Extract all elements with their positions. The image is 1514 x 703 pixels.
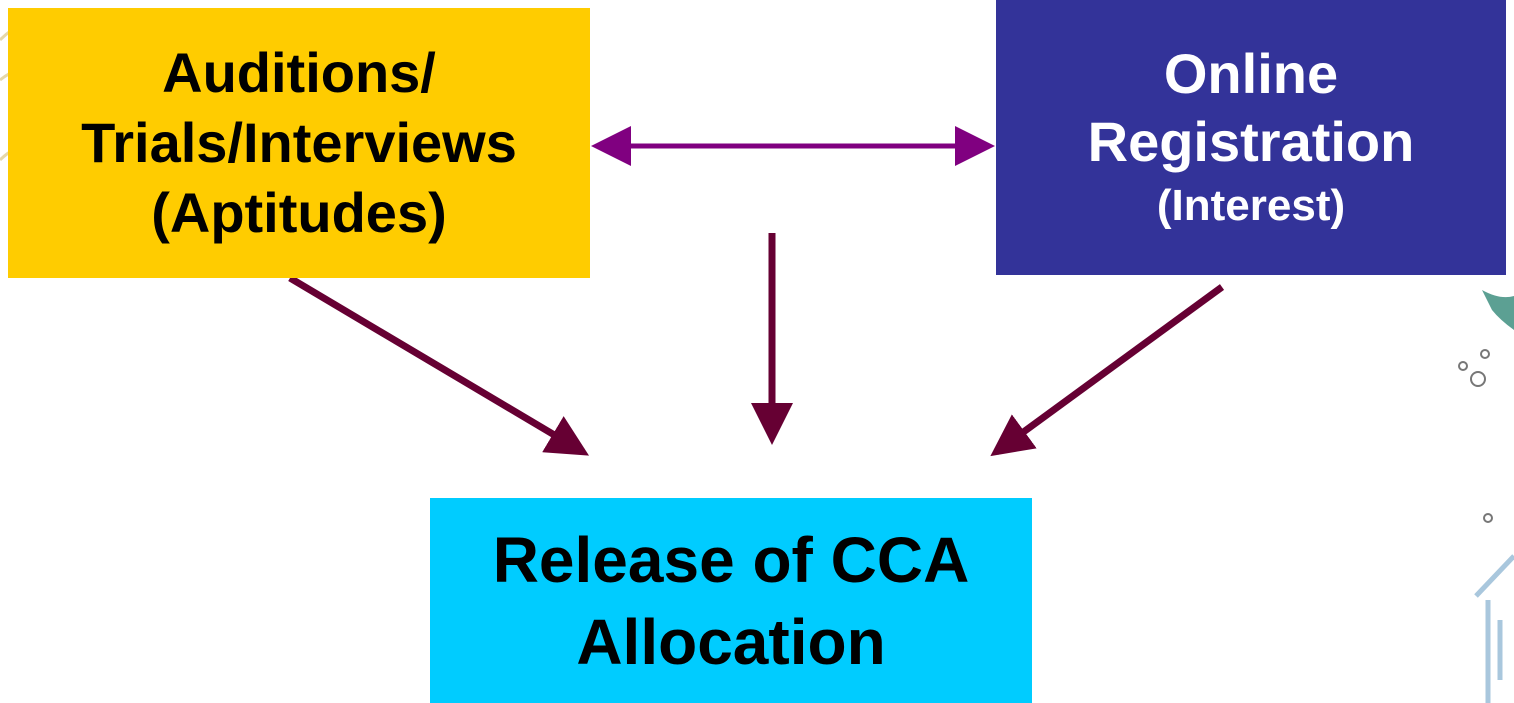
leaf-sketch-right: [1482, 290, 1514, 330]
node-auditions-line-3: (Aptitudes): [151, 181, 447, 244]
arrow-online-release: [990, 284, 1225, 457]
node-release-line-1: Release of CCA: [492, 523, 970, 596]
arrow-auditions-release: [288, 274, 590, 456]
node-online-line-1: Online: [1163, 41, 1339, 105]
node-release-allocation: Release of CCA Allocation: [430, 498, 1032, 703]
node-auditions-line-1: Auditions/: [162, 41, 436, 104]
node-auditions-line-2: Trials/Interviews: [81, 111, 517, 174]
node-online-registration: Online Registration (Interest): [996, 0, 1506, 275]
house-sketch-right: [1474, 554, 1514, 703]
bubbles-sketch-right: [1458, 349, 1493, 523]
node-release-line-2: Allocation: [576, 605, 886, 678]
node-online-line-3: (Interest): [1156, 180, 1346, 230]
node-online-line-2: Registration: [1087, 109, 1415, 173]
node-auditions: Auditions/ Trials/Interviews (Aptitudes): [8, 8, 590, 278]
